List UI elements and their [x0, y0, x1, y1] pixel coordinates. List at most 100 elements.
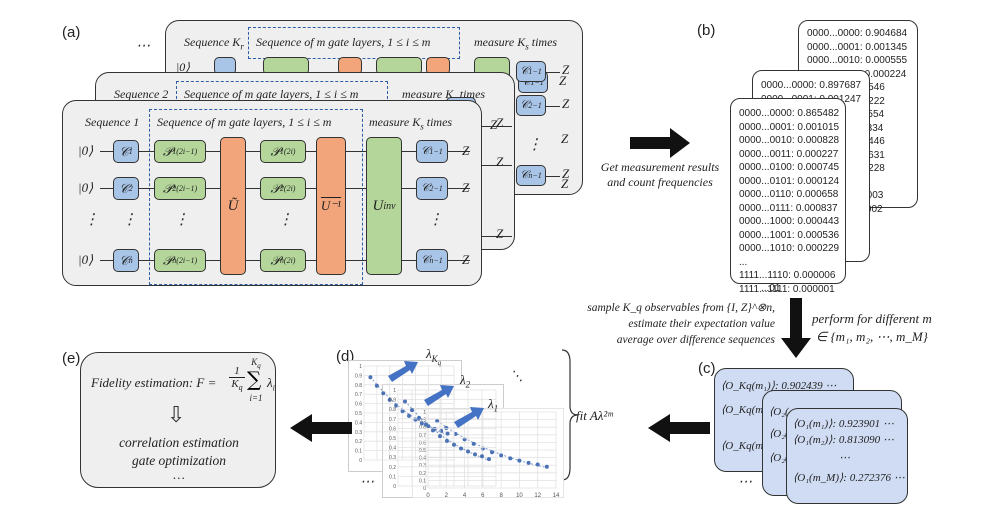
arrow-bc-caption: sample K_q observables from {I, Z}^⊗n, e… [575, 300, 775, 348]
blue-arrow-kq [388, 361, 418, 382]
freq-list-front: 0000...0000: 0.865482 0000...0001: 0.0010… [739, 107, 839, 296]
y-tick-label: 0.3 [419, 463, 426, 469]
measure-label-front: measure Ks times [369, 115, 453, 132]
expect-ellipsis: ⋯ [738, 475, 752, 490]
z-back-2: Z [561, 131, 569, 146]
bc-caption-3: average over difference sequences [616, 334, 775, 346]
y-tick-label: 0.6 [389, 426, 396, 432]
y-tick-label: 0.4 [419, 456, 426, 462]
sequence-ellipsis: ⋯ [136, 39, 150, 54]
data-point [535, 462, 540, 467]
arrow-bc-right: perform for different m ∈ {m₁, m₂, ⋯, m_… [812, 310, 932, 346]
x-tick-label: 6 [481, 493, 485, 498]
z-n: Z [462, 252, 470, 267]
data-point [499, 453, 504, 458]
data-point [424, 422, 428, 427]
y-tick-label: 0.5 [355, 411, 362, 417]
freq-mid-row: ...01 [761, 282, 781, 294]
data-point [480, 454, 484, 459]
data-point [471, 441, 476, 446]
freq-front-row: 0000...1010: 0.000229 [739, 243, 840, 254]
data-point [417, 415, 421, 420]
gate-opt-text: gate optimization [131, 453, 227, 468]
data-point [444, 425, 449, 430]
expect-mid-2: ⟨O₂( [769, 428, 789, 440]
plot-front: 0246810121410.90.80.70.60.50.40.30.20.10 [412, 408, 564, 498]
y-tick-label: 0.2 [389, 465, 396, 471]
wire-mid-n [482, 236, 512, 238]
sum-sign: ∑ [247, 367, 262, 391]
freq-front-row: 1111...1110: 0.000006 [739, 270, 836, 281]
measure-label-back: measure Ks times [474, 35, 558, 52]
data-point [453, 432, 458, 437]
y-tick-label: 0.1 [419, 478, 426, 484]
data-point [407, 413, 411, 418]
freq-front-row: 0000...0000: 0.865482 [739, 108, 840, 119]
data-point [517, 458, 522, 463]
z-back: Z [559, 73, 567, 88]
wire-mid-1 [482, 126, 512, 128]
y-tick-label: 0 [359, 458, 362, 464]
panel-label-b: (b) [697, 22, 716, 39]
arrow-ab-caption: Get measurement results and count freque… [590, 160, 730, 190]
vdots-mid: ⋮ [527, 137, 542, 153]
z-mid-n: Z [496, 226, 504, 241]
sum-top: Kq [251, 357, 261, 370]
fidelity-text: Fidelity estimation: F = [91, 375, 217, 390]
freq-back-row: 0000...0010: 0.000555 [807, 55, 908, 66]
bc-right-2: ∈ {m₁, m₂, ⋯, m_M} [815, 329, 928, 344]
freq-front-row: 0000...0101: 0.000124 [739, 175, 840, 187]
arrow-a-to-b [630, 128, 690, 158]
y-tick-label: 0.3 [389, 455, 396, 461]
data-point [466, 449, 470, 454]
caption-line-2: and count frequencies [607, 175, 713, 189]
x-tick-label: 4 [463, 493, 467, 498]
freq-front-row: ... [739, 256, 748, 268]
lambda-kq-label: λKq [426, 346, 442, 367]
freq-front-row: 0000...0100: 0.000745 [739, 162, 840, 173]
lambda-dots: ⋱ [510, 368, 523, 383]
freq-back-row: 0000...0001: 0.001345 [807, 41, 908, 53]
y-tick-label: 0 [423, 486, 426, 492]
z-1: Z [462, 143, 470, 158]
z-mid-1: Z [496, 115, 504, 130]
u-tilde-gate: Ũ [220, 137, 246, 275]
frac-bot: Kq [231, 378, 243, 393]
data-point [445, 431, 450, 436]
y-tick-label: 0.1 [389, 474, 396, 480]
freq-front-row: 0000...1000: 0.000443 [739, 216, 840, 227]
x-tick-label: 10 [516, 493, 523, 498]
y-tick-label: 0.7 [419, 433, 426, 439]
freq-front-row: 0000...0001: 0.001015 [739, 121, 840, 133]
bc-caption-1: sample K_q observables from {I, Z}^⊗n, [587, 302, 775, 314]
y-tick-label: 0.7 [389, 417, 396, 423]
fidelity-line: Fidelity estimation: F = [91, 375, 216, 391]
y-tick-label: 0.2 [355, 439, 362, 445]
y-tick-label: 0.4 [355, 420, 362, 426]
y-tick-label: 0.1 [355, 449, 362, 455]
ket-back: |0⟩ [176, 60, 190, 74]
data-point [459, 446, 463, 451]
y-tick-label: 0.7 [355, 392, 362, 398]
x-tick-label: 14 [553, 493, 560, 498]
blue-arrow-1 [454, 407, 484, 428]
sequence-kr-label: Sequence Kr [184, 35, 244, 52]
lambda-1-label: λ1 [488, 396, 499, 414]
panel-label-e: (e) [62, 350, 81, 367]
data-point [374, 383, 379, 388]
wire-mid-2 [482, 165, 512, 167]
y-tick-label: 1 [393, 388, 396, 394]
lambda-i: λi [267, 375, 275, 393]
plot-ellipsis: ⋯ [360, 475, 374, 490]
expect-card-front: ⟨O₁(m₁)⟩: 0.923901 ⋯ ⟨O₁(m₂)⟩: 0.813090 … [786, 408, 908, 504]
arrow-d-to-e [290, 414, 352, 442]
